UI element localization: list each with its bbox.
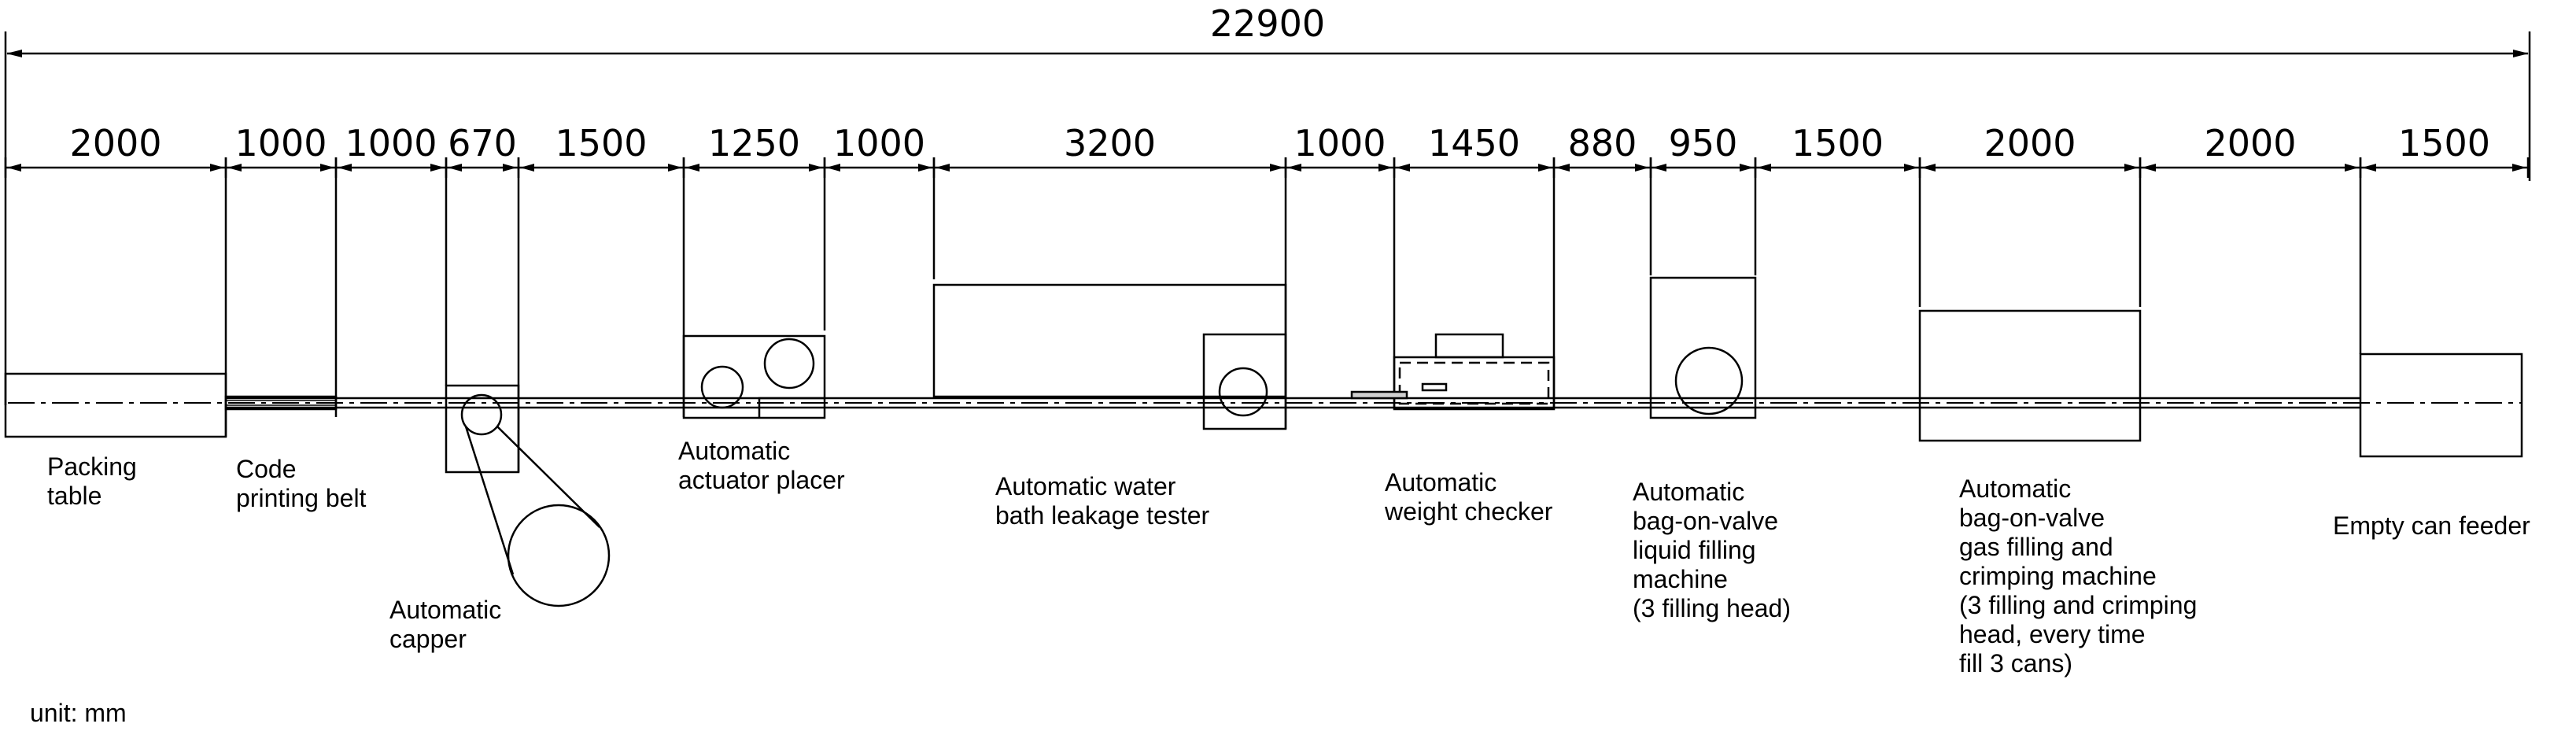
dimension-arrowhead xyxy=(448,164,462,172)
water-bath-head xyxy=(1202,333,1287,430)
gas-filling-machine-shape xyxy=(1918,309,2142,442)
segment-dimension-text: 2000 xyxy=(2204,122,2296,164)
dimension-arrowhead xyxy=(2512,164,2526,172)
dimension-arrowhead xyxy=(2124,164,2139,172)
dimension-arrowhead xyxy=(1635,164,1649,172)
total-dimension: 22900 xyxy=(4,2,2531,405)
actuator-placer-frame xyxy=(682,334,826,419)
label-water-bath-tester: Automatic water bath leakage tester xyxy=(995,472,1210,530)
dimension-arrowhead xyxy=(2362,164,2376,172)
segment-dimension-text: 2000 xyxy=(69,122,161,164)
dimension-arrowhead xyxy=(210,164,224,172)
label-packing-table: Packing table xyxy=(47,452,137,510)
dimension-arrowhead xyxy=(1757,164,1771,172)
weight-checker-sensor xyxy=(1421,382,1448,392)
dimension-arrowhead xyxy=(809,164,823,172)
packing-table-shape xyxy=(4,372,227,438)
dimension-arrowhead xyxy=(2142,164,2156,172)
dimension-arrowhead xyxy=(7,164,21,172)
dimension-arrowhead xyxy=(1270,164,1284,172)
segment-dimension-text: 1000 xyxy=(1294,122,1386,164)
water-bath-tester-shape xyxy=(932,283,1287,430)
segment-dimension-text: 950 xyxy=(1669,122,1738,164)
actuator-placer-circle-left xyxy=(700,365,744,409)
liquid-filling-machine-shape xyxy=(1649,276,1757,419)
dimension-arrowhead xyxy=(668,164,682,172)
label-code-printing-belt: Code printing belt xyxy=(236,455,367,512)
actuator-placer-shape xyxy=(682,334,826,419)
segment-dimension-text: 1000 xyxy=(234,122,327,164)
dimension-arrowhead xyxy=(936,164,950,172)
weight-checker-scale-plate xyxy=(1350,390,1408,400)
dimension-arrowhead xyxy=(503,164,517,172)
segment-dimension-text: 3200 xyxy=(1064,122,1156,164)
dimension-arrowhead xyxy=(338,164,352,172)
weight-checker-shape xyxy=(1350,333,1556,411)
capper-shape xyxy=(445,384,611,607)
water-bath-tank xyxy=(932,283,1287,398)
dimension-arrowhead xyxy=(918,164,932,172)
dimension-arrowhead xyxy=(685,164,699,172)
label-liquid-filling-machine: Automatic bag-on-valve liquid filling ma… xyxy=(1633,478,1791,622)
dimension-arrowhead xyxy=(320,164,334,172)
code-printing-belt-shape xyxy=(224,395,338,411)
actuator-placer-circle-right xyxy=(763,338,815,389)
label-automatic-capper: Automatic capper xyxy=(389,596,502,653)
dimension-arrowhead xyxy=(430,164,445,172)
weight-checker-frame xyxy=(1393,356,1556,411)
dimension-arrowhead xyxy=(227,164,242,172)
segment-dimension-text: 1450 xyxy=(1428,122,1520,164)
weight-checker-inner-dashed xyxy=(1398,361,1550,405)
segment-dimensions: 2000 1000 1000 670 1500 1250 1000 3200 1000 1450 8… xyxy=(4,122,2530,472)
dimension-arrowhead xyxy=(1921,164,1936,172)
label-actuator-placer: Automatic actuator placer xyxy=(678,437,845,494)
dimension-arrowhead xyxy=(1287,164,1301,172)
empty-can-feeder-shape xyxy=(2359,353,2523,458)
segment-dimension-text: 2000 xyxy=(1984,122,2076,164)
label-gas-filling-machine: Automatic bag-on-valve gas filling and c… xyxy=(1959,474,2198,677)
capper-feed-line xyxy=(464,426,515,575)
segment-dimension-text: 880 xyxy=(1568,122,1637,164)
segment-dimension-text: 1000 xyxy=(345,122,437,164)
segment-dimension-text: 1500 xyxy=(1792,122,1884,164)
code-printing-belt-body xyxy=(224,395,338,411)
dimension-arrowhead xyxy=(1556,164,1570,172)
dimension-arrowhead xyxy=(1396,164,1410,172)
liquid-filling-turret xyxy=(1674,346,1744,415)
weight-checker-display xyxy=(1434,333,1504,359)
segment-dimension-text: 1000 xyxy=(833,122,925,164)
dimension-arrowhead xyxy=(1378,164,1393,172)
dimension-arrowhead xyxy=(2345,164,2359,172)
dimension-arrowhead xyxy=(1652,164,1666,172)
dimension-arrowhead xyxy=(1740,164,1754,172)
unit-note: unit: mm xyxy=(30,699,127,727)
capper-cap-reel xyxy=(507,504,611,607)
dimension-arrowhead xyxy=(826,164,840,172)
segment-dimension-text: 1250 xyxy=(708,122,800,164)
label-weight-checker: Automatic weight checker xyxy=(1385,468,1553,526)
total-dimension-text: 22900 xyxy=(1210,2,1325,45)
segment-dimension-text: 1500 xyxy=(2398,122,2490,164)
dimension-arrowhead xyxy=(1904,164,1918,172)
capper-feed-line xyxy=(496,426,600,528)
actuator-placer-outlet xyxy=(758,397,825,418)
water-bath-wheel xyxy=(1218,367,1268,417)
liquid-filling-frame xyxy=(1649,276,1757,419)
segment-dimension-text: 1500 xyxy=(555,122,647,164)
capper-frame xyxy=(445,384,520,474)
label-empty-can-feeder: Empty can feeder xyxy=(2333,511,2530,540)
segment-dimension-text: 670 xyxy=(448,122,517,164)
capper-head-circle xyxy=(460,393,503,436)
dimension-arrowhead xyxy=(520,164,534,172)
dimension-arrowhead xyxy=(1538,164,1552,172)
